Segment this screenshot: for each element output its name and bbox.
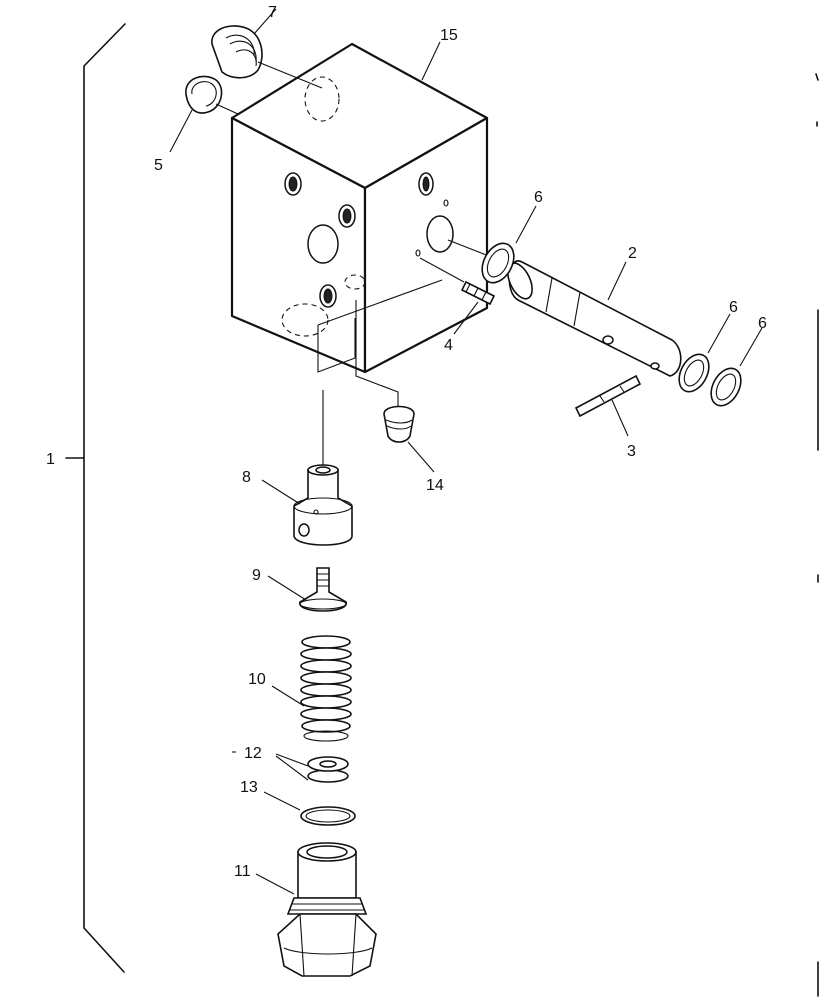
poppet: [299, 567, 347, 612]
callout-label-7: 7: [268, 4, 277, 21]
o-ring-plug: [300, 806, 356, 826]
callout-leader-6a: [515, 205, 537, 244]
callout-label-1: 1: [46, 451, 55, 468]
callout-label-8: 8: [242, 469, 251, 486]
o-ring-b: [678, 353, 710, 393]
spring: [300, 635, 352, 742]
callout-leader-12b: [275, 755, 309, 781]
callout-label-13: 13: [240, 779, 258, 796]
callout-leader-10: [271, 685, 305, 707]
callout-leader-6b: [707, 313, 731, 354]
callout-leader-9: [267, 575, 307, 601]
callout-leader-15: [421, 41, 441, 81]
callout-label-4: 4: [444, 337, 453, 354]
callout-leader-6c: [739, 327, 763, 367]
assembly-bracket: [83, 23, 126, 973]
callout-label-14: 14: [426, 477, 444, 494]
callout-label-2: 2: [628, 245, 637, 262]
o-ring-a: [481, 242, 515, 284]
plug-top: [211, 25, 323, 89]
callout-leader-12a: [275, 753, 309, 767]
shims: [307, 756, 349, 783]
plug-small: [355, 300, 415, 443]
valve-seat: [293, 464, 353, 546]
callout-label-3: 3: [627, 443, 636, 460]
snap-ring: [185, 75, 239, 115]
long-pin: [574, 374, 642, 418]
callout-leader-11: [255, 873, 295, 895]
callout-leader-7: [253, 8, 277, 35]
callout-leader-5: [169, 109, 193, 153]
valve-block: [230, 42, 489, 374]
callout-label-6c: 6: [758, 315, 767, 332]
adjuster-plug: [277, 842, 377, 977]
callout-label-11: 11: [234, 863, 251, 880]
callout-label-5: 5: [154, 157, 163, 174]
callout-leader-8: [261, 479, 301, 505]
callout-label-15: 15: [440, 27, 458, 44]
callout-leader-3: [611, 399, 629, 437]
callout-label-9: 9: [252, 567, 261, 584]
short-pin: [419, 257, 496, 306]
callout-label-6b: 6: [729, 299, 738, 316]
callout-leader-14: [407, 441, 435, 473]
callout-leader-13: [263, 791, 301, 811]
callout-label-10: 10: [248, 671, 266, 688]
o-ring-c: [710, 367, 742, 407]
callout-label-12: 12: [244, 745, 262, 762]
margin-mark: [815, 73, 819, 81]
shaft: [447, 239, 682, 377]
callout-leader-2: [607, 261, 627, 301]
callout-label-6a: 6: [534, 189, 543, 206]
callout-leader-4: [453, 301, 479, 335]
